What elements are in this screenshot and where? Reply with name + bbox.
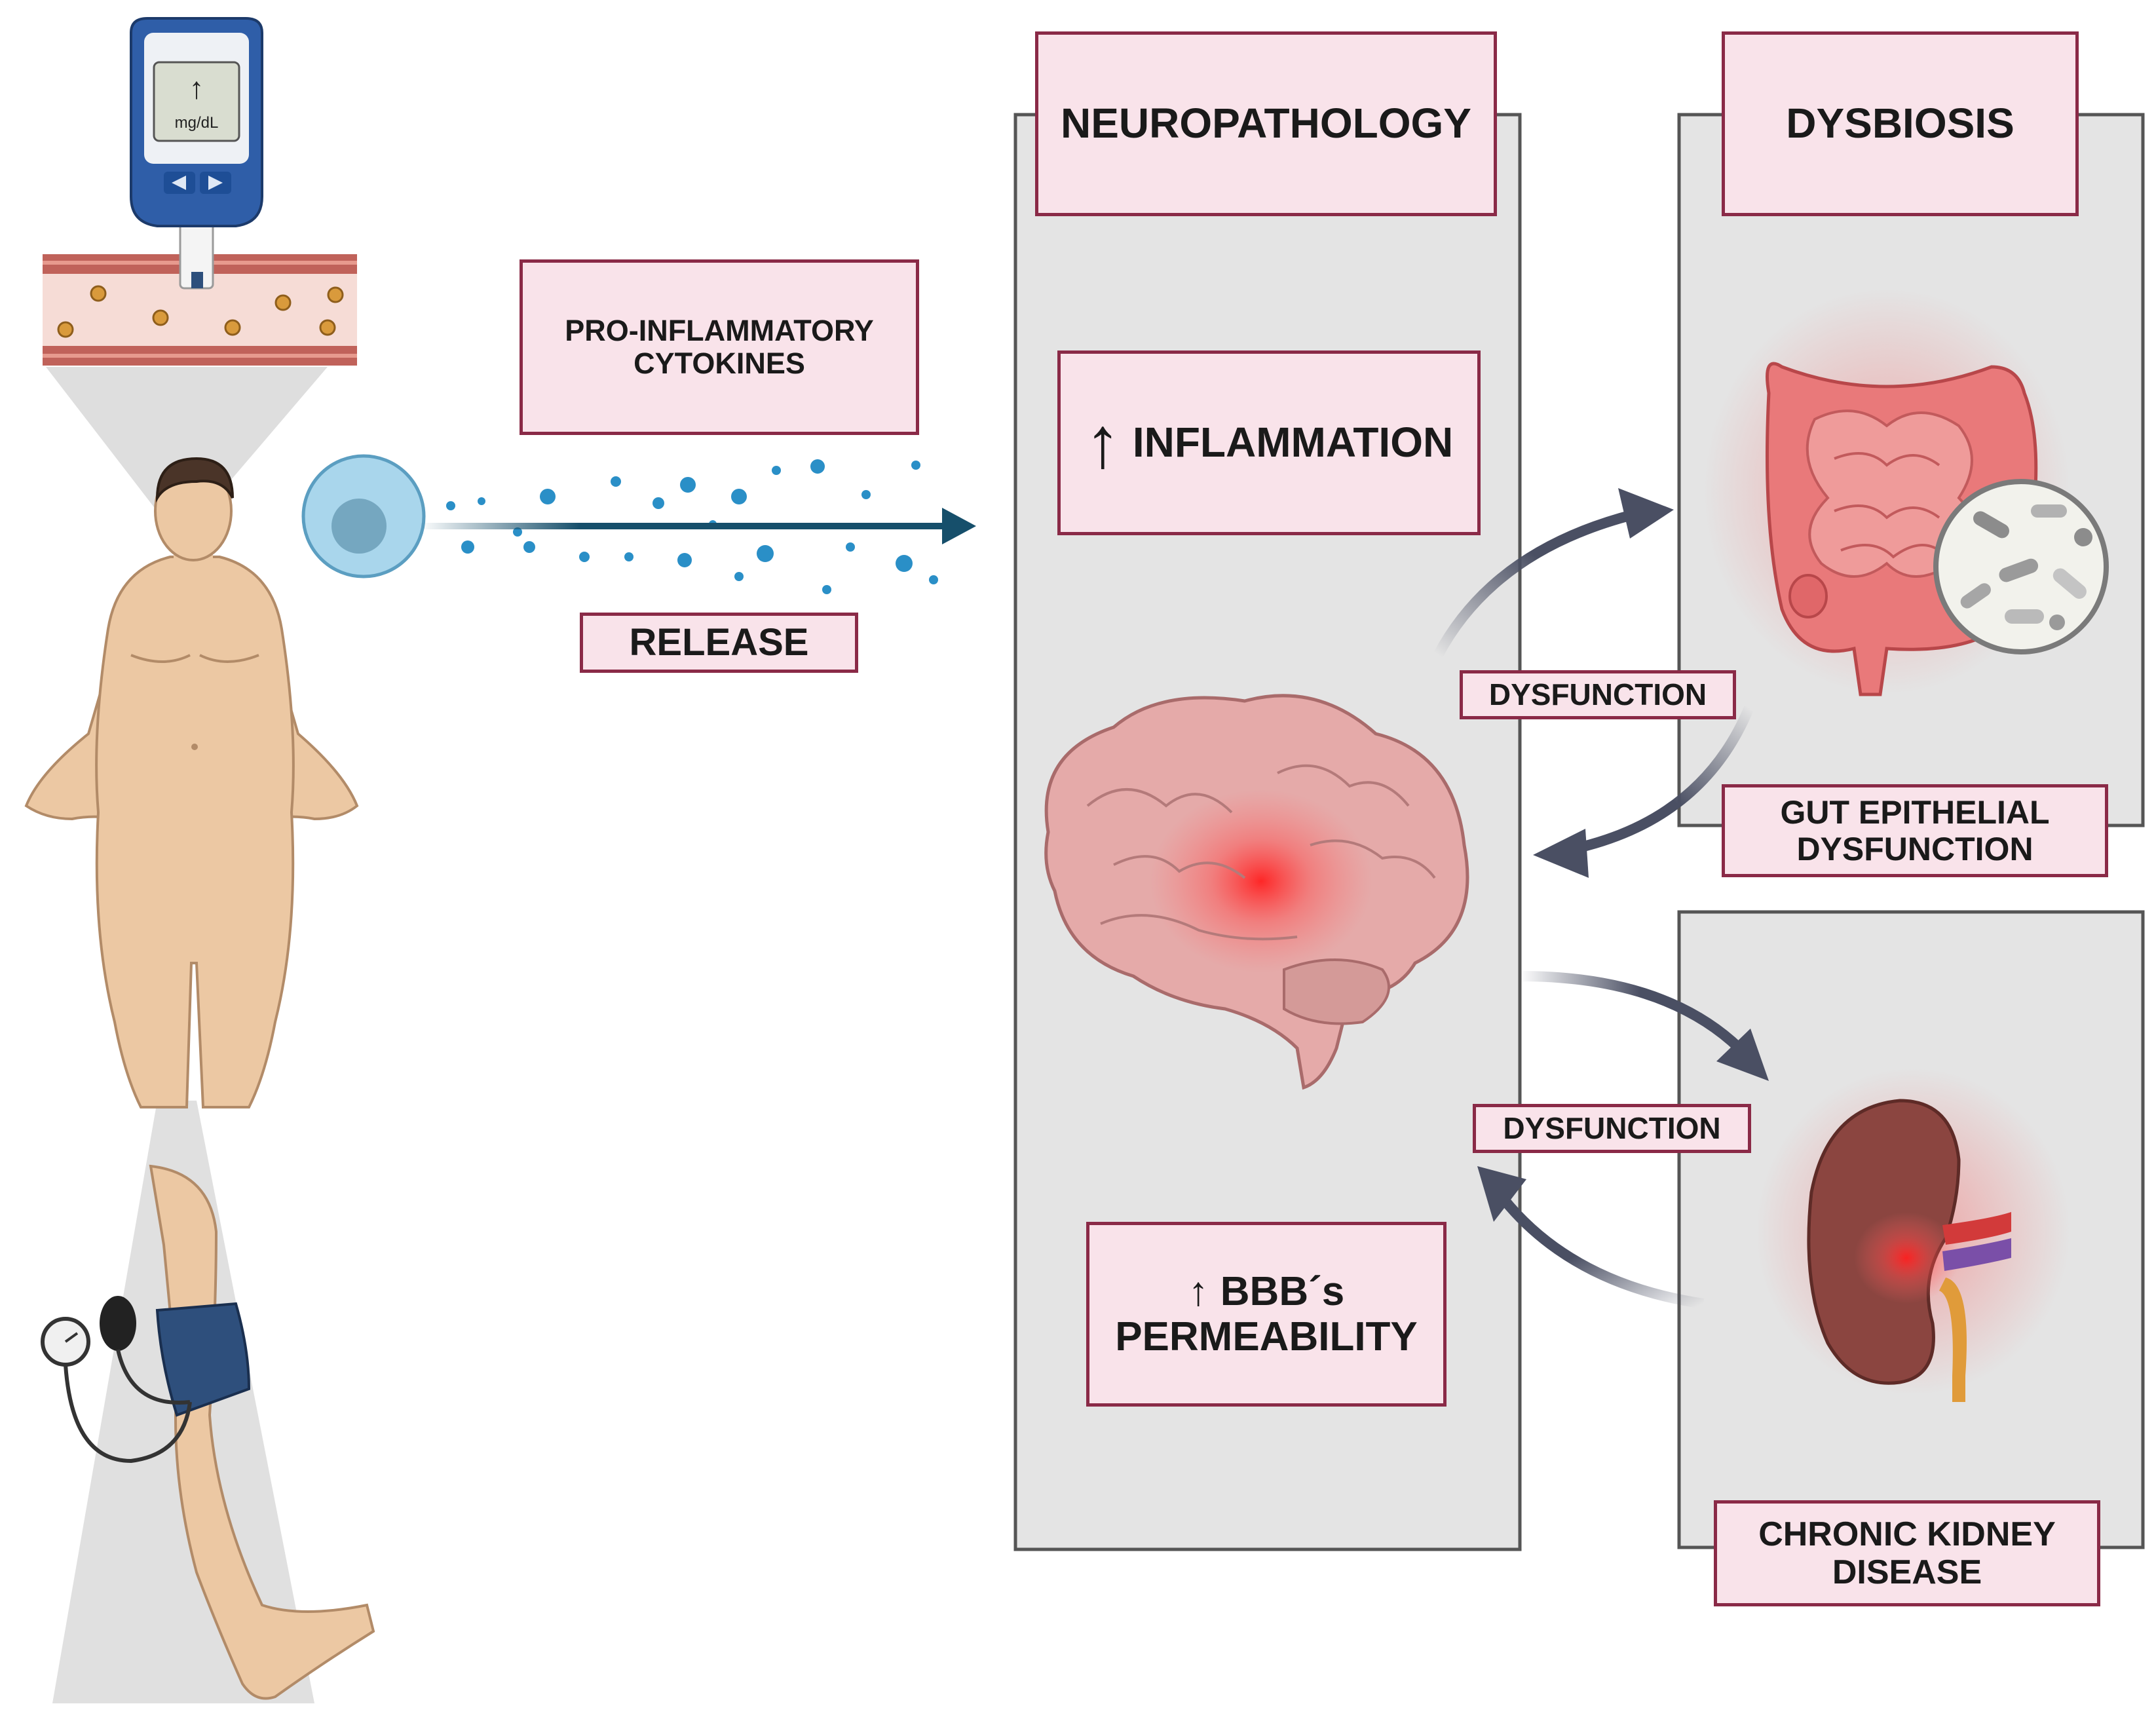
blood-pressure-cuff-icon	[41, 1164, 375, 1700]
arrow-brain-to-kidney	[1519, 971, 1769, 1081]
inflammation-text: INFLAMMATION	[1132, 419, 1454, 466]
cytokines-label: PRO-INFLAMMATORY CYTOKINES	[520, 259, 919, 435]
up-arrow-icon: ↑	[1084, 402, 1121, 483]
release-label: RELEASE	[580, 613, 858, 673]
kidney-line1: CHRONIC KIDNEY	[1758, 1515, 2056, 1553]
bbb-line2: PERMEABILITY	[1115, 1314, 1418, 1359]
up-arrow-icon: ↑	[1188, 1268, 1209, 1314]
cytokines-line2: CYTOKINES	[634, 347, 805, 380]
cytokine-dots-icon	[446, 459, 938, 594]
neuropathology-title: NEUROPATHOLOGY	[1035, 31, 1497, 216]
glucometer-icon: ↑ mg/dL	[130, 17, 263, 290]
obese-person-icon	[24, 457, 359, 1108]
arrow-kidney-to-brain	[1477, 1166, 1705, 1309]
glucose-beam	[46, 367, 328, 524]
bacteria-magnifier-icon	[1933, 479, 2109, 654]
bbb-line1-wrap: ↑BBB´s	[1188, 1269, 1344, 1314]
gut-line1: GUT EPITHELIAL	[1780, 794, 2050, 831]
brain-icon	[1044, 694, 1469, 1090]
kidney-disease-label: CHRONIC KIDNEY DISEASE	[1714, 1500, 2100, 1606]
immune-cell-icon	[301, 454, 426, 578]
inflammation-label: ↑ INFLAMMATION	[1057, 350, 1481, 535]
glucometer-arrow: ↑	[189, 71, 204, 105]
kidney-icon	[1756, 1068, 2070, 1402]
arrow-brain-to-gut	[1433, 488, 1674, 658]
gut-dysfunction-label: GUT EPITHELIAL DYSFUNCTION	[1722, 784, 2108, 877]
cytokines-line1: PRO-INFLAMMATORY	[565, 313, 874, 347]
bbb-permeability-label: ↑BBB´s PERMEABILITY	[1086, 1222, 1447, 1407]
arrow-gut-to-brain	[1533, 705, 1754, 878]
glucometer-unit: mg/dL	[175, 114, 219, 132]
dysbiosis-title: DYSBIOSIS	[1722, 31, 2079, 216]
bbb-line1: BBB´s	[1220, 1268, 1345, 1314]
kidney-line2: DISEASE	[1832, 1553, 1982, 1591]
release-arrow	[419, 508, 976, 544]
dysfunction-label-top: DYSFUNCTION	[1460, 670, 1736, 719]
dysfunction-label-bottom: DYSFUNCTION	[1473, 1104, 1751, 1153]
gut-line2: DYSFUNCTION	[1796, 831, 2033, 867]
